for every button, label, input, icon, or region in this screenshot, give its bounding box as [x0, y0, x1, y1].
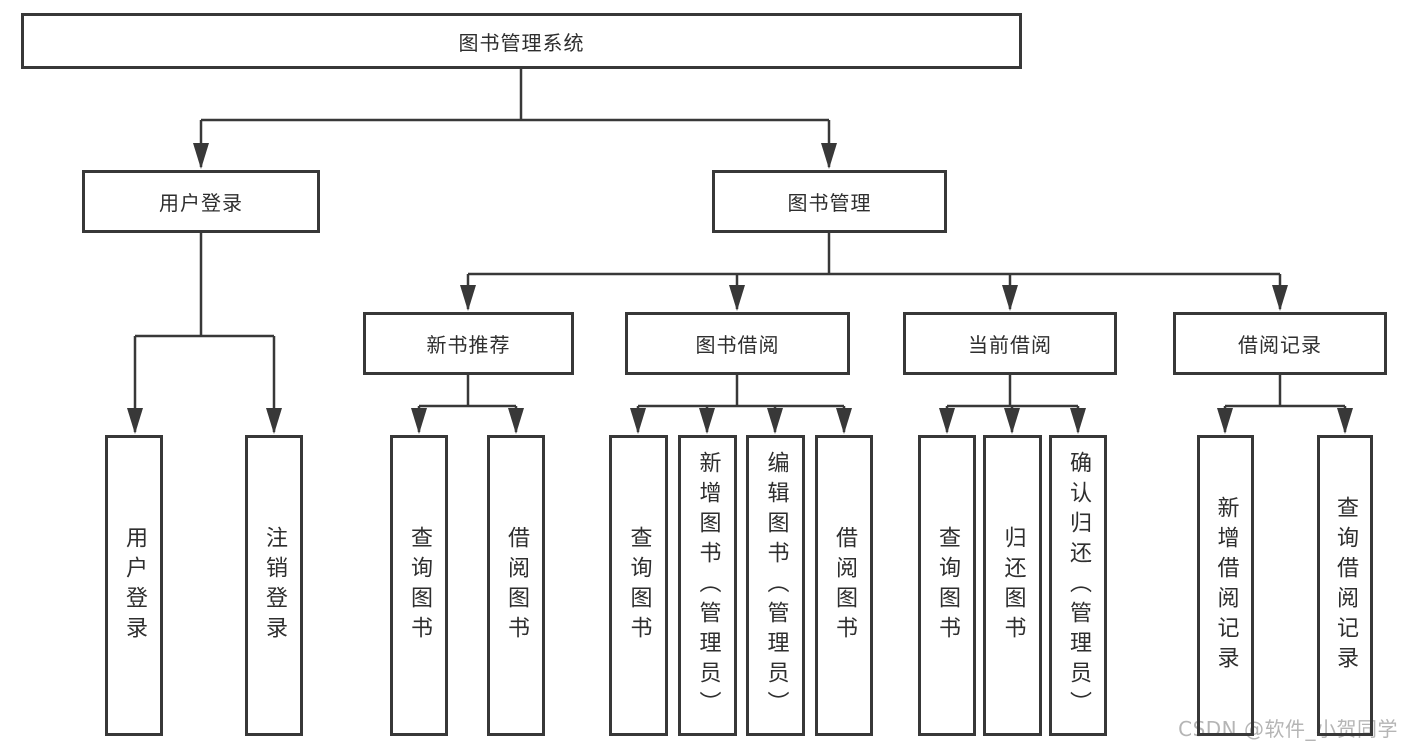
node-borrowing-records-label: 借阅记录: [1238, 333, 1322, 357]
leaf-label: 借阅图书: [504, 525, 529, 646]
node-root-label: 图书管理系统: [458, 30, 585, 55]
leaf-label: 注销登录: [262, 525, 287, 646]
node-new-book-recommendation-label: 新书推荐: [426, 333, 511, 357]
node-book-management: 图书管理: [712, 170, 947, 233]
leaf-label: 查询图书: [407, 525, 432, 646]
node-current-borrowing: 当前借阅: [903, 312, 1117, 375]
leaf-query-borrow-record: 查询借阅记录: [1317, 435, 1373, 736]
leaf-query-books-2: 查询图书: [609, 435, 668, 736]
node-root: 图书管理系统: [21, 13, 1022, 69]
leaf-user-login: 用户登录: [105, 435, 163, 736]
node-book-management-label: 图书管理: [787, 191, 872, 215]
leaf-borrow-books-2: 借阅图书: [815, 435, 873, 736]
leaf-edit-book-admin: 编辑图书（管理员）: [746, 435, 805, 736]
node-book-borrowing: 图书借阅: [625, 312, 850, 375]
leaf-borrow-books-1: 借阅图书: [487, 435, 545, 736]
leaf-add-book-admin: 新增图书（管理员）: [678, 435, 737, 736]
node-borrowing-records: 借阅记录: [1173, 312, 1387, 375]
leaf-label: 新增图书（管理员）: [695, 450, 721, 721]
leaf-label: 查询借阅记录: [1333, 495, 1358, 676]
node-book-borrowing-label: 图书借阅: [695, 333, 780, 357]
leaf-label: 查询图书: [935, 525, 960, 646]
leaf-confirm-return-admin: 确认归还（管理员）: [1049, 435, 1107, 736]
leaf-label: 归还图书: [1000, 525, 1026, 646]
node-current-borrowing-label: 当前借阅: [968, 333, 1052, 357]
leaf-logout: 注销登录: [245, 435, 303, 736]
leaf-label: 借阅图书: [832, 525, 857, 646]
leaf-return-book: 归还图书: [983, 435, 1042, 736]
watermark: CSDN @软件_小贺同学: [1178, 717, 1398, 741]
leaf-query-books-1: 查询图书: [390, 435, 448, 736]
leaf-label: 用户登录: [122, 525, 147, 646]
leaf-label: 新增借阅记录: [1213, 495, 1239, 676]
leaf-label: 确认归还（管理员）: [1066, 450, 1091, 721]
leaf-label: 查询图书: [626, 525, 652, 646]
node-new-book-recommendation: 新书推荐: [363, 312, 574, 375]
leaf-query-books-3: 查询图书: [918, 435, 976, 736]
leaf-label: 编辑图书（管理员）: [763, 450, 789, 721]
leaf-add-borrow-record: 新增借阅记录: [1197, 435, 1254, 736]
node-user-login: 用户登录: [82, 170, 320, 233]
node-user-login-label: 用户登录: [159, 191, 243, 215]
